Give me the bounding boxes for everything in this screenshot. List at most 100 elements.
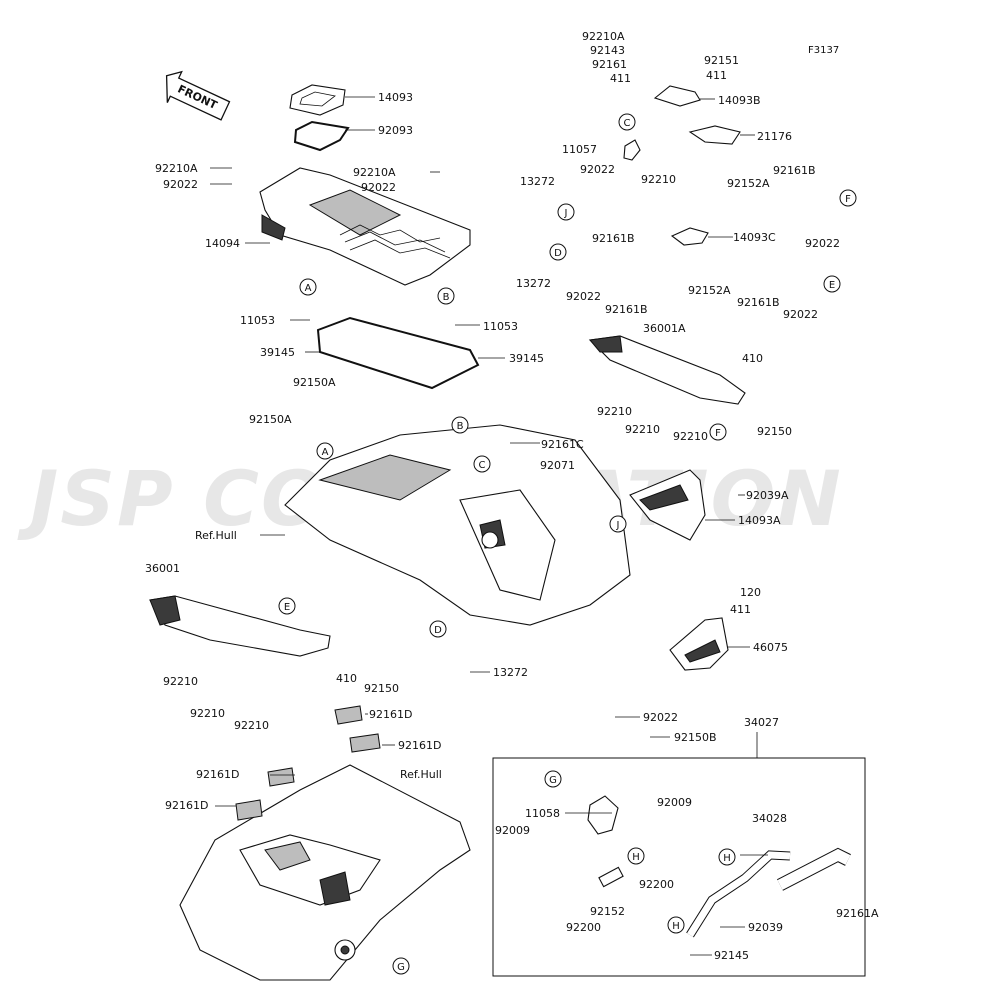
callout-G-1: G [549, 775, 557, 786]
bracket-14093B [653, 85, 701, 107]
label-92022: 92022 [643, 711, 678, 724]
label-34028: 34028 [752, 812, 787, 825]
bracket-46075 [669, 617, 729, 671]
label-92022: 92022 [783, 308, 818, 321]
label-92161D: 92161D [165, 799, 208, 812]
part-21176 [688, 125, 741, 145]
label-92152A: 92152A [727, 177, 770, 190]
label-92161B: 92161B [605, 303, 648, 316]
label-92143: 92143 [590, 44, 625, 57]
label-11057: 11057 [562, 143, 597, 156]
label-92210: 92210 [234, 719, 269, 732]
label-34027: 34027 [744, 716, 779, 729]
label-92152: 92152 [590, 905, 625, 918]
label-92093: 92093 [378, 124, 413, 137]
callout-E-1: E [829, 280, 835, 291]
label-92022: 92022 [361, 181, 396, 194]
label-92161: 92161 [592, 58, 627, 71]
label-92039A: 92039A [746, 489, 789, 502]
label-14093: 14093 [378, 91, 413, 104]
label-13272: 13272 [516, 277, 551, 290]
label-ref-hull: Ref.Hull [400, 768, 442, 781]
label-411: 411 [730, 603, 751, 616]
label-92210A: 92210A [353, 166, 396, 179]
label-92200: 92200 [566, 921, 601, 934]
label-92161D: 92161D [369, 708, 412, 721]
label-92150A: 92150A [293, 376, 336, 389]
label-92150A: 92150A [249, 413, 292, 426]
label-14093B: 14093B [718, 94, 761, 107]
label-14094: 14094 [205, 237, 240, 250]
callout-A-1: A [305, 283, 312, 294]
label-14093C: 14093C [733, 231, 776, 244]
hose-34028 [686, 850, 791, 938]
seal-39145 [316, 316, 480, 390]
label-120: 120 [740, 586, 761, 599]
label-14093A: 14093A [738, 514, 781, 527]
label-39145: 39145 [260, 346, 295, 359]
hull-ref [284, 424, 631, 626]
callout-B-2: B [457, 421, 464, 432]
callout-B-1: B [443, 292, 450, 303]
label-92009: 92009 [657, 796, 692, 809]
label-13272: 13272 [520, 175, 555, 188]
label-92200: 92200 [639, 878, 674, 891]
label-92151: 92151 [704, 54, 739, 67]
label-92071: 92071 [540, 459, 575, 472]
hose-92161A [777, 847, 851, 891]
pad-92161D [235, 705, 381, 821]
label-92210A: 92210A [582, 30, 625, 43]
label-36001A: 36001A [643, 322, 686, 335]
label-92210A: 92210A [155, 162, 198, 175]
callout-F-1: F [845, 194, 851, 205]
label-92161A: 92161A [836, 907, 879, 920]
callout-J-2: J [616, 520, 620, 531]
label-ref-hull: Ref.Hull [195, 529, 237, 542]
label-92145: 92145 [714, 949, 749, 962]
label-21176: 21176 [757, 130, 792, 143]
label-92210: 92210 [673, 430, 708, 443]
callout-H-3: H [672, 921, 680, 932]
label-410: 410 [742, 352, 763, 365]
callout-C-1: C [624, 118, 631, 129]
callout-circles: A B C D E F J A B C F J E D G G H H H [278, 113, 857, 975]
label-92161B: 92161B [773, 164, 816, 177]
label-92150B: 92150B [674, 731, 717, 744]
callout-D-2: D [434, 625, 442, 636]
callout-E-2: E [284, 602, 290, 613]
bracket-14093C [670, 227, 709, 246]
label-11053: 11053 [483, 320, 518, 333]
deck-cover-14094 [259, 167, 471, 286]
label-92210: 92210 [597, 405, 632, 418]
part-labels: 14093 92093 92210A 92022 92210A 92022 14… [145, 30, 879, 962]
label-92161B: 92161B [737, 296, 780, 309]
label-92161C: 92161C [541, 438, 584, 451]
label-92150: 92150 [364, 682, 399, 695]
label-92152A: 92152A [688, 284, 731, 297]
side-cover-36001A [588, 335, 746, 405]
leader-lines [210, 96, 768, 956]
callout-F-2: F [715, 428, 721, 439]
label-11053: 11053 [240, 314, 275, 327]
label-92009: 92009 [495, 824, 530, 837]
label-36001: 36001 [145, 562, 180, 575]
callout-H-1: H [632, 852, 640, 863]
bracket-11058 [587, 795, 619, 835]
callout-H-2: H [723, 853, 731, 864]
callout-C-2: C [479, 460, 486, 471]
label-410: 410 [336, 672, 357, 685]
label-46075: 46075 [753, 641, 788, 654]
label-13272: 13272 [493, 666, 528, 679]
label-92210: 92210 [625, 423, 660, 436]
front-arrow-icon: FRONT [165, 70, 231, 121]
label-39145: 39145 [509, 352, 544, 365]
callout-D-1: D [554, 248, 562, 259]
label-11058: 11058 [525, 807, 560, 820]
label-92022: 92022 [580, 163, 615, 176]
label-92161D: 92161D [196, 768, 239, 781]
label-92210: 92210 [163, 675, 198, 688]
callout-J-1: J [564, 208, 568, 219]
label-92022: 92022 [566, 290, 601, 303]
